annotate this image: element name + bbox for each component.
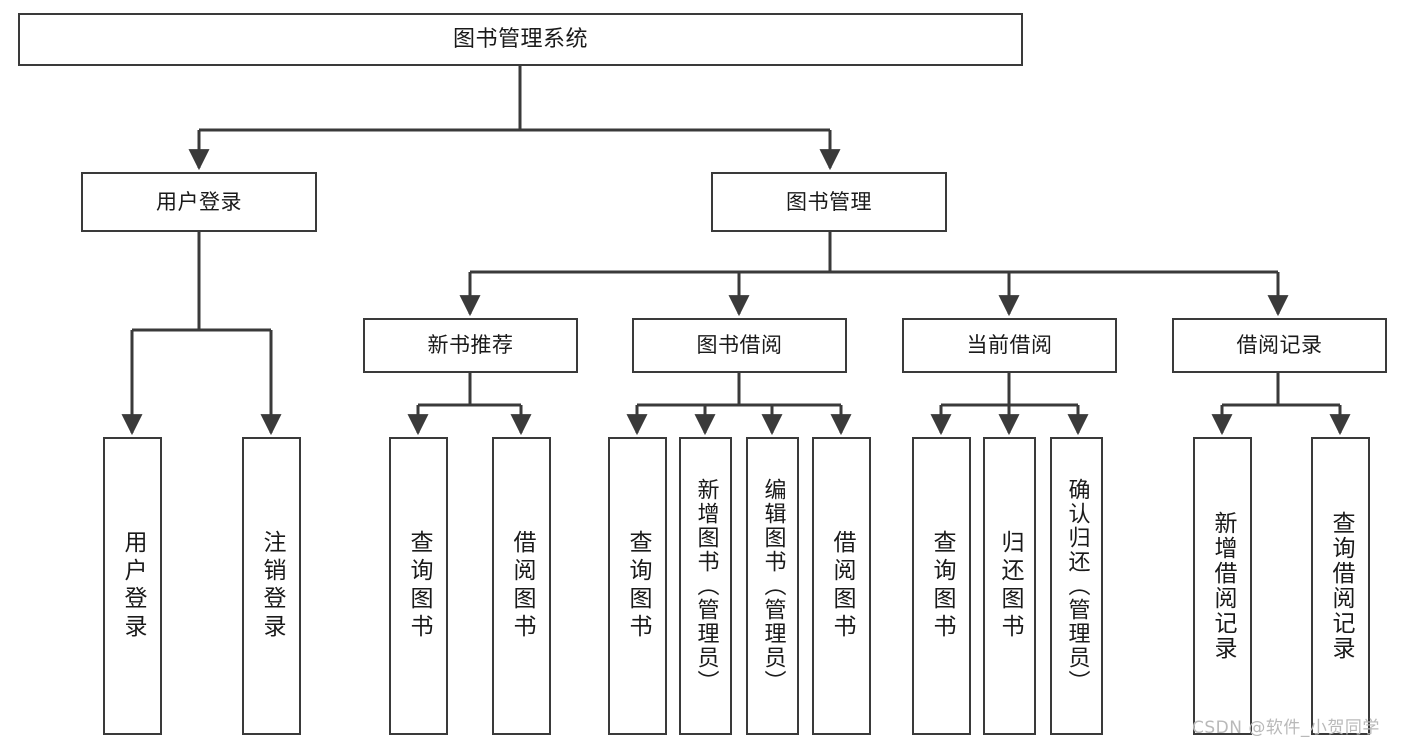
leaf-label: 借阅图书 — [509, 530, 535, 642]
leaf-label: 编辑图书（管理员） — [760, 478, 786, 694]
leaf-borrow-record-query-record[interactable]: 查询借阅记录 — [1311, 437, 1370, 735]
node-borrow-record[interactable]: 借阅记录 — [1172, 318, 1387, 373]
node-book-borrow[interactable]: 图书借阅 — [632, 318, 847, 373]
leaf-book-borrow-edit-book-admin[interactable]: 编辑图书（管理员） — [746, 437, 799, 735]
node-root-system[interactable]: 图书管理系统 — [18, 13, 1023, 66]
leaf-book-borrow-borrow-book[interactable]: 借阅图书 — [812, 437, 871, 735]
leaf-current-borrow-query-book[interactable]: 查询图书 — [912, 437, 971, 735]
node-user-login[interactable]: 用户登录 — [81, 172, 317, 232]
leaf-label: 新增借阅记录 — [1210, 511, 1236, 661]
node-book-management[interactable]: 图书管理 — [711, 172, 947, 232]
leaf-label: 借阅图书 — [829, 530, 855, 642]
leaf-new-book-borrow-book[interactable]: 借阅图书 — [492, 437, 551, 735]
leaf-user-login-login[interactable]: 用户登录 — [103, 437, 162, 735]
leaf-label: 用户登录 — [120, 530, 146, 642]
leaf-label: 确认归还（管理员） — [1064, 478, 1090, 694]
leaf-book-borrow-add-book-admin[interactable]: 新增图书（管理员） — [679, 437, 732, 735]
leaf-borrow-record-add-record[interactable]: 新增借阅记录 — [1193, 437, 1252, 735]
leaf-label: 查询借阅记录 — [1328, 511, 1354, 661]
leaf-current-borrow-confirm-return-admin[interactable]: 确认归还（管理员） — [1050, 437, 1103, 735]
leaf-label: 新增图书（管理员） — [693, 478, 719, 694]
leaf-label: 查询图书 — [929, 530, 955, 642]
leaf-new-book-query-book[interactable]: 查询图书 — [389, 437, 448, 735]
leaf-book-borrow-query-book[interactable]: 查询图书 — [608, 437, 667, 735]
leaf-current-borrow-return-book[interactable]: 归还图书 — [983, 437, 1036, 735]
leaf-label: 查询图书 — [406, 530, 432, 642]
leaf-user-login-logout[interactable]: 注销登录 — [242, 437, 301, 735]
node-current-borrow[interactable]: 当前借阅 — [902, 318, 1117, 373]
leaf-label: 归还图书 — [997, 530, 1023, 642]
leaf-label: 注销登录 — [259, 530, 285, 642]
leaf-label: 查询图书 — [625, 530, 651, 642]
node-new-book-recommend[interactable]: 新书推荐 — [363, 318, 578, 373]
